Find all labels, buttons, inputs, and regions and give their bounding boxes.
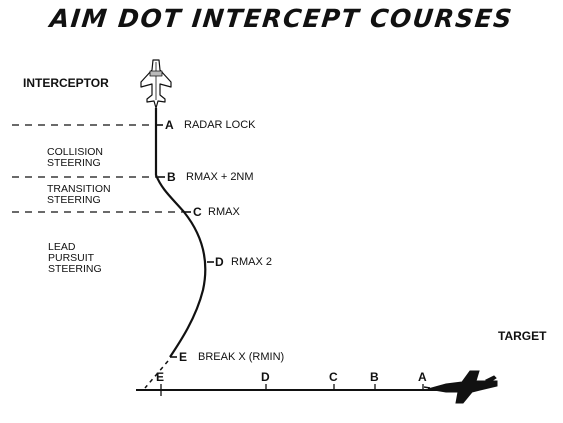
path-point-label-b: RMAX + 2NM (186, 171, 254, 183)
track-letter-b: B (370, 370, 379, 384)
path-point-letter-e: E (179, 350, 188, 364)
phase-transition-line-1: TRANSITION (47, 183, 111, 195)
phase-transition-line-2: STEERING (47, 194, 101, 206)
interceptor-label: INTERCEPTOR (23, 76, 109, 90)
track-letter-e: E (156, 370, 165, 384)
path-point-letter-a: A (165, 118, 174, 132)
path-point-label-d: RMAX 2 (231, 256, 272, 268)
phase-lead-line-3: STEERING (48, 263, 102, 275)
track-letter-c: C (329, 370, 338, 384)
target-label: TARGET (498, 329, 547, 343)
path-point-label-a: RADAR LOCK (184, 119, 256, 131)
phase-collision-line-1: COLLISION (47, 146, 104, 158)
path-point-label-e: BREAK X (RMIN) (198, 351, 285, 363)
path-point-label-c: RMAX (208, 206, 240, 218)
interceptor-aircraft-icon (140, 59, 172, 109)
phase-collision-steering: COLLISION STEERING (47, 147, 103, 169)
projected-path-dashed (144, 360, 169, 389)
track-letter-d: D (261, 370, 270, 384)
phase-lead-pursuit-steering: LEAD PURSUIT STEERING (48, 242, 102, 275)
path-point-letter-d: D (215, 255, 224, 269)
path-point-letter-b: B (167, 170, 176, 184)
path-point-letter-c: C (193, 205, 202, 219)
phase-transition-steering: TRANSITION STEERING (47, 184, 111, 206)
track-letter-a: A (418, 370, 427, 384)
phase-lead-line-2: PURSUIT (48, 252, 95, 264)
phase-collision-line-2: STEERING (47, 157, 101, 169)
target-aircraft-icon (423, 370, 498, 404)
interceptor-flight-path (154, 108, 207, 358)
phase-lead-line-1: LEAD (48, 241, 76, 253)
